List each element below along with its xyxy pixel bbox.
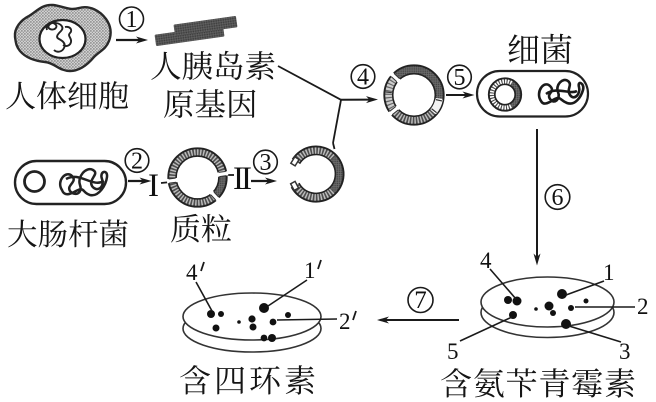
svg-text:5: 5 (447, 339, 459, 364)
svg-text:6: 6 (552, 185, 564, 211)
svg-text:2: 2 (637, 294, 649, 319)
svg-text:4: 4 (186, 260, 198, 285)
svg-text:4: 4 (357, 64, 369, 90)
svg-text:1: 1 (603, 260, 615, 285)
svg-text:2: 2 (131, 148, 143, 174)
svg-text:7: 7 (414, 287, 427, 314)
svg-text:3: 3 (260, 150, 272, 176)
svg-text:3: 3 (619, 339, 631, 364)
svg-text:1: 1 (304, 258, 316, 283)
svg-text:II: II (233, 161, 251, 197)
svg-text:1: 1 (126, 7, 138, 33)
svg-text:4: 4 (480, 248, 492, 273)
svg-text:2: 2 (339, 309, 351, 334)
svg-text:5: 5 (454, 65, 466, 91)
svg-text:I: I (148, 168, 159, 204)
